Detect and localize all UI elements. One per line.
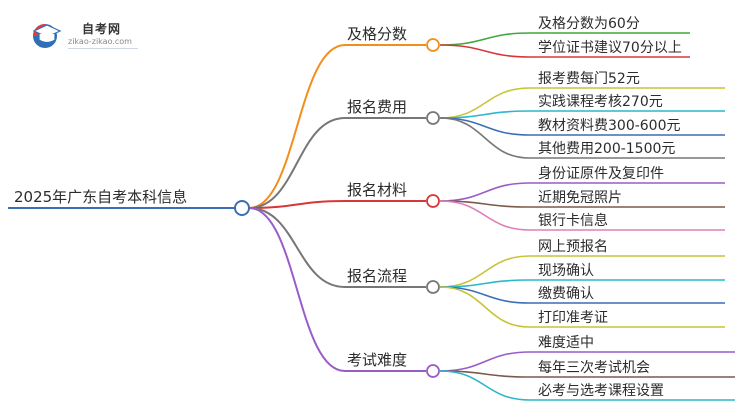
- branch-node[interactable]: [426, 38, 440, 52]
- branch-label-1[interactable]: 报名费用: [347, 98, 407, 116]
- child-connector: [439, 110, 531, 119]
- branch-label-2[interactable]: 报名材料: [347, 181, 407, 199]
- child-connector: [439, 117, 531, 136]
- child-connector: [439, 351, 531, 372]
- child-connector: [439, 200, 531, 231]
- leaf-label[interactable]: 银行卡信息: [538, 212, 608, 229]
- child-connector: [439, 279, 531, 288]
- logo-subtitle: zikao-zikao.com: [68, 37, 132, 46]
- branch-node[interactable]: [426, 111, 440, 125]
- leaf-label[interactable]: 身份证原件及复印件: [538, 165, 664, 182]
- leaf-label[interactable]: 教材资料费300-600元: [538, 118, 681, 134]
- logo-title: 自考网: [82, 22, 122, 36]
- child-connector: [439, 117, 531, 159]
- branch-node[interactable]: [426, 280, 440, 294]
- leaf-label[interactable]: 难度适中: [538, 335, 594, 351]
- child-connector: [439, 255, 531, 288]
- leaf-label[interactable]: 网上预报名: [538, 239, 608, 255]
- branch-connector: [248, 44, 346, 209]
- branch-connector: [248, 117, 346, 209]
- branch-label-0[interactable]: 及格分数: [347, 25, 407, 43]
- branch-label-3[interactable]: 报名流程: [347, 267, 407, 285]
- leaf-label[interactable]: 现场确认: [538, 263, 594, 279]
- site-logo[interactable]: 自考网 zikao-zikao.com: [30, 18, 140, 54]
- branch-node[interactable]: [426, 194, 440, 208]
- child-connector: [439, 182, 531, 202]
- branch-label-4[interactable]: 考试难度: [347, 351, 407, 369]
- root-topic-label[interactable]: 2025年广东自考本科信息: [14, 188, 187, 206]
- graduation-cap-icon: [32, 24, 62, 48]
- branch-connector: [248, 207, 346, 288]
- leaf-label[interactable]: 必考与选考课程设置: [538, 383, 664, 399]
- leaf-label[interactable]: 缴费确认: [538, 286, 594, 302]
- leaf-label[interactable]: 及格分数为60分: [538, 16, 640, 32]
- leaf-label[interactable]: 近期免冠照片: [538, 190, 622, 206]
- leaf-label[interactable]: 打印准考证: [538, 309, 608, 326]
- leaf-label[interactable]: 报考费每门52元: [538, 71, 640, 87]
- branch-node[interactable]: [426, 364, 440, 378]
- root-node[interactable]: [234, 200, 250, 216]
- leaf-label[interactable]: 每年三次考试机会: [538, 360, 650, 376]
- leaf-label[interactable]: 学位证书建议70分以上: [538, 40, 682, 56]
- logo-underline: [68, 48, 138, 49]
- child-connector: [439, 87, 531, 119]
- branch-connector: [248, 207, 346, 372]
- child-connector: [439, 44, 531, 58]
- child-connector: [439, 32, 531, 46]
- branch-connector: [248, 200, 346, 209]
- child-connector: [439, 370, 531, 401]
- leaf-label[interactable]: 实践课程考核270元: [538, 94, 663, 110]
- child-connector: [439, 286, 531, 328]
- child-connector: [439, 286, 531, 304]
- leaf-label[interactable]: 其他费用200-1500元: [538, 141, 675, 157]
